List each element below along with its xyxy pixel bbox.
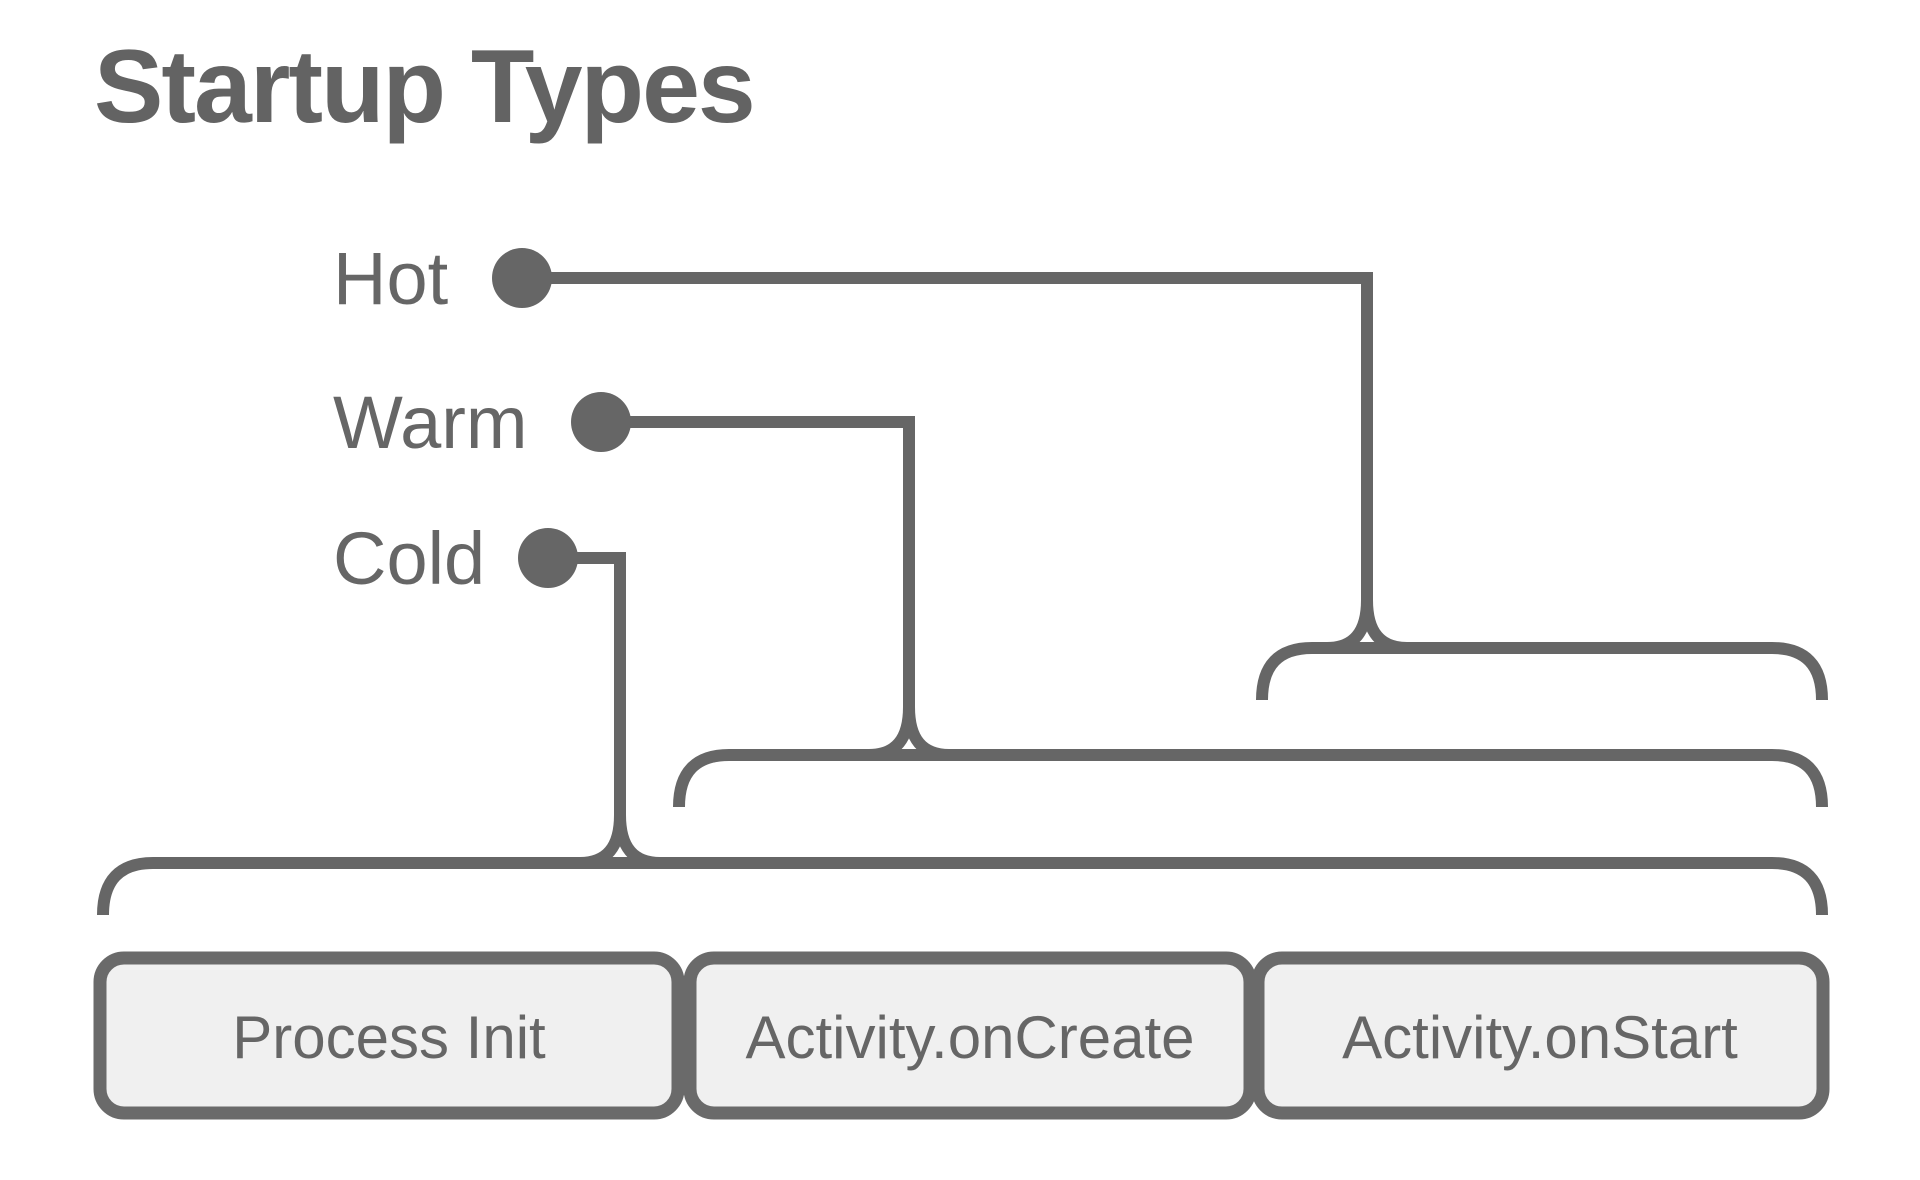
hot-connector-line [522,272,1408,654]
phase-box-activity-onstart-rect [1251,951,1830,1120]
warm-label: Warm [333,381,528,464]
startup-type-row-warm: Warm [333,381,1828,808]
phase-box-process-init: Process Init [93,951,685,1120]
phase-box-process-init-rect [93,951,685,1120]
phase-boxes: Process Init Activity.onCreate Activity.… [93,951,1830,1120]
warm-brace [673,749,1828,808]
phase-label-process-init: Process Init [232,1004,546,1071]
cold-label: Cold [333,517,485,600]
phase-box-activity-onstart: Activity.onStart [1251,951,1830,1120]
startup-type-row-hot: Hot [333,237,1828,701]
cold-brace [97,857,1828,916]
phase-box-activity-oncreate: Activity.onCreate [683,951,1257,1120]
cold-connector-line [548,552,661,869]
page-title: Startup Types [94,29,754,145]
phase-label-activity-onstart: Activity.onStart [1342,1004,1738,1071]
phase-box-activity-oncreate-rect [683,951,1257,1120]
warm-connector-line [601,416,950,761]
hot-label: Hot [333,237,449,320]
phase-label-activity-oncreate: Activity.onCreate [745,1004,1194,1071]
hot-brace [1256,642,1828,701]
startup-type-row-cold: Cold [97,517,1828,916]
